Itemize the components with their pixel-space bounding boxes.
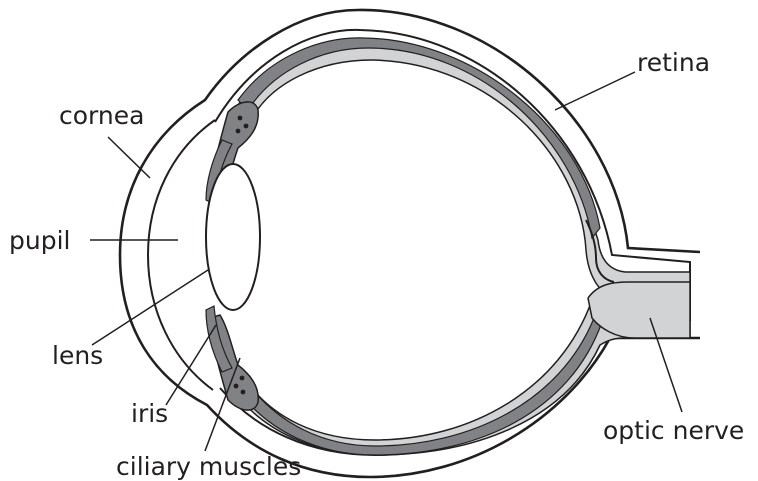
- ciliary-dot: [240, 376, 245, 381]
- label-lens: lens: [52, 343, 103, 368]
- ciliary-dot: [234, 384, 239, 389]
- label-optic-nerve: optic nerve: [603, 418, 744, 443]
- label-cornea: cornea: [59, 103, 144, 128]
- leader-retina: [555, 72, 635, 110]
- ciliary-dot: [241, 390, 246, 395]
- label-ciliary-muscles: ciliary muscles: [116, 454, 301, 479]
- label-retina: retina: [637, 50, 710, 75]
- leader-cornea: [108, 137, 150, 178]
- ciliary-dot: [238, 116, 243, 121]
- lens: [206, 164, 260, 310]
- label-pupil: pupil: [9, 228, 70, 253]
- ciliary-dot: [236, 129, 241, 134]
- label-iris: iris: [131, 401, 168, 426]
- ciliary-dot: [244, 124, 249, 129]
